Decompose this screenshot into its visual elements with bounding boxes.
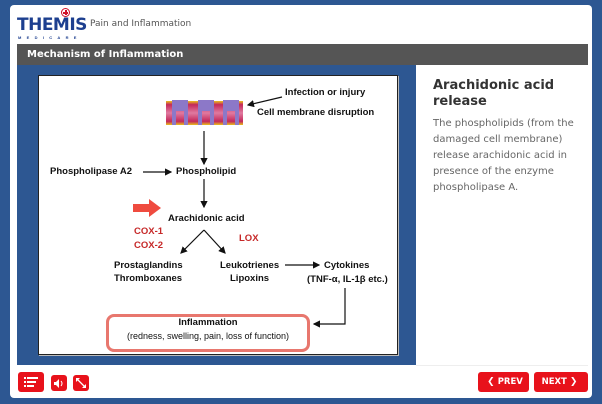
- label-membrane: Cell membrane disruption: [257, 107, 375, 118]
- media-panel: Infection or injury Cell membrane disrup…: [17, 65, 416, 365]
- themis-logo: THEMIS MEDICARE: [17, 8, 87, 42]
- label-prostaglandins: Prostaglandins: [114, 260, 183, 271]
- prev-button[interactable]: ❮ PREV: [478, 372, 529, 392]
- arrow-to-leukotrienes: [203, 229, 226, 254]
- menu-list-icon: [24, 377, 38, 387]
- logo-subtext: MEDICARE: [18, 35, 82, 40]
- cell-membrane-image: [166, 100, 243, 125]
- arrow-to-inflammation: [312, 288, 346, 328]
- label-phospholipase: Phospholipase A2: [50, 166, 132, 177]
- highlight-arrow: [133, 199, 161, 217]
- arrow-infection: [246, 96, 283, 108]
- next-button[interactable]: NEXT ❯: [534, 372, 588, 392]
- label-lox: LOX: [239, 233, 259, 244]
- label-cox1: COX-1: [134, 226, 164, 237]
- arrow-to-prostaglandins: [180, 229, 205, 254]
- label-phospholipid: Phospholipid: [176, 166, 237, 177]
- menu-button[interactable]: [18, 372, 44, 392]
- label-lipoxins: Lipoxins: [230, 273, 270, 284]
- inflammation-diagram: Infection or injury Cell membrane disrup…: [38, 75, 398, 355]
- label-leukotrienes: Leukotrienes: [220, 260, 280, 271]
- audio-button[interactable]: [51, 375, 67, 391]
- speaker-icon: [54, 378, 63, 388]
- chevron-right-icon: ❯: [569, 377, 578, 387]
- label-cytokines: Cytokines: [324, 260, 370, 271]
- medical-cross-icon: [61, 8, 70, 17]
- label-inflammation-detail: (redness, swelling, pain, loss of functi…: [126, 331, 290, 341]
- fullscreen-button[interactable]: [73, 375, 89, 391]
- label-infection: Infection or injury: [285, 87, 366, 98]
- diagram-arrows: [133, 96, 346, 328]
- chevron-left-icon: ❮: [487, 377, 495, 387]
- prev-label: PREV: [497, 377, 523, 387]
- section-bar: Mechanism of Inflammation: [17, 44, 588, 65]
- label-cox2: COX-2: [134, 240, 164, 251]
- course-title: Pain and Inflammation: [90, 19, 192, 29]
- label-arachidonic: Arachidonic acid: [168, 213, 245, 224]
- side-panel: Arachidonic acid release The phospholipi…: [433, 78, 583, 196]
- logo-text: THEMIS: [17, 15, 87, 35]
- section-title: Mechanism of Inflammation: [27, 49, 184, 60]
- footer-divider: [416, 365, 588, 366]
- next-label: NEXT: [541, 377, 567, 387]
- inflammation-box: [106, 314, 310, 352]
- label-inflammation: Inflammation: [178, 317, 238, 328]
- side-panel-title: Arachidonic acid release: [433, 78, 555, 109]
- side-panel-body: The phospholipids (from the damaged cell…: [433, 118, 574, 193]
- label-cytokines-detail: (TNF-α, IL-1β etc.): [307, 274, 388, 285]
- label-thromboxanes: Thromboxanes: [114, 273, 183, 284]
- expand-icon: [76, 378, 86, 388]
